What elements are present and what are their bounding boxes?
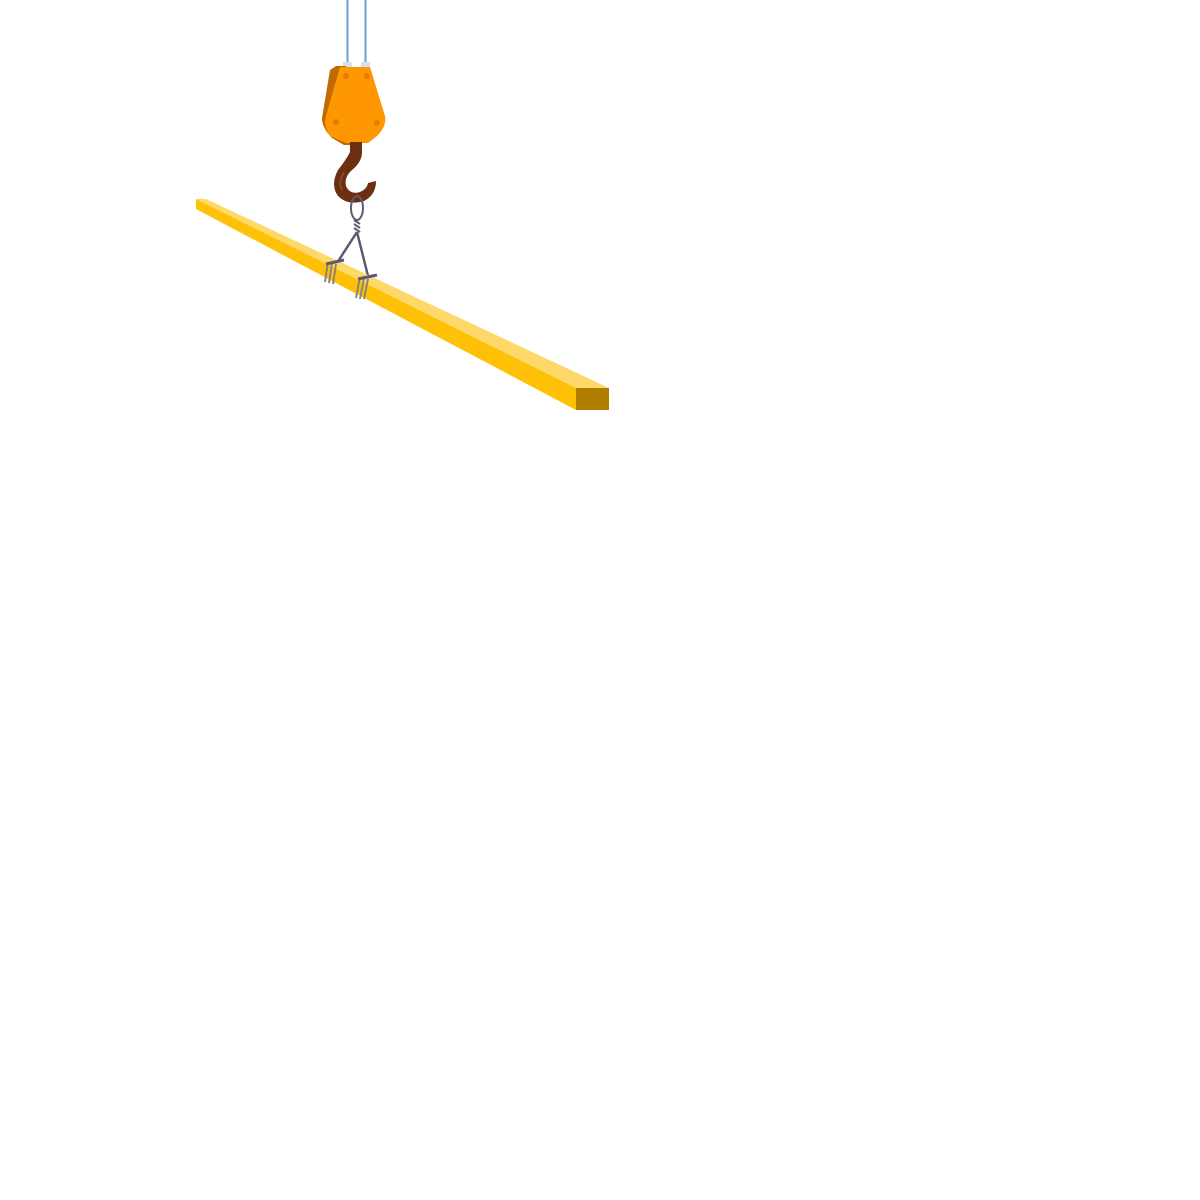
clamp-left-bar [325, 258, 345, 266]
crane-cable [343, 0, 370, 70]
lifting-sling [333, 195, 371, 281]
sling-twist [353, 219, 361, 233]
clamp-right-bar [357, 273, 378, 281]
pulley-block [322, 66, 386, 145]
beam-front-face [196, 199, 576, 410]
beam-end-face [576, 388, 609, 410]
hook-shank [350, 142, 362, 154]
pulley-bolt-top-right [364, 73, 370, 79]
hook-curve [334, 152, 376, 203]
sling-clamps [324, 258, 378, 300]
clamp-right [355, 273, 378, 300]
pulley-bolt-bottom-right [374, 120, 380, 126]
crane-hook [334, 142, 376, 203]
yellow-beam [196, 199, 609, 410]
sling-leg-right [355, 231, 371, 281]
clamp-left-band [324, 261, 337, 285]
beam-top-face [196, 199, 609, 388]
clamp-left [324, 258, 345, 285]
pulley-bolt-top-left [343, 73, 349, 79]
pulley-bolt-bottom-left [333, 119, 339, 125]
sling-ring [350, 195, 364, 221]
hook-highlight [339, 171, 345, 191]
pulley-block-front [325, 67, 386, 143]
clamp-right-band [355, 276, 369, 300]
